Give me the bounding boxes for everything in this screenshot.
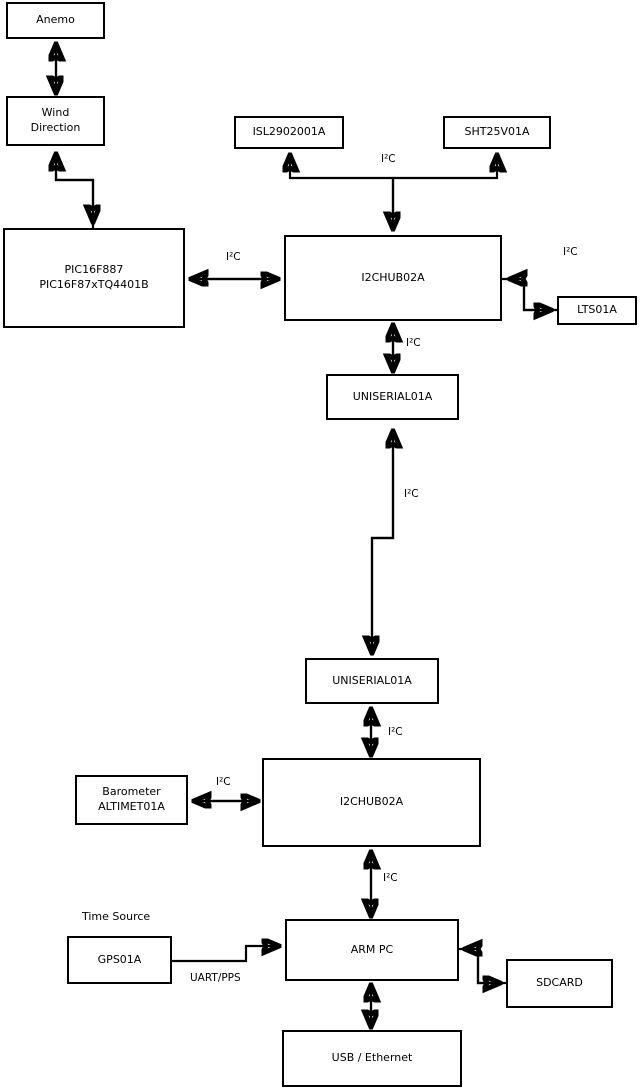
label-time-source: Time Source [82, 910, 151, 923]
node-label: SDCARD [536, 976, 583, 990]
node-label: Wind Direction [30, 106, 81, 134]
node-uniserial01a-top[interactable]: UNISERIAL01A [326, 374, 459, 420]
node-label: LTS01A [577, 303, 617, 317]
node-arm-pc[interactable]: ARM PC [285, 919, 459, 981]
edge-pic-wind [56, 152, 93, 228]
edge-hubtop-lts [502, 279, 557, 310]
node-label: Anemo [36, 13, 75, 27]
node-label: ISL2902001A [252, 125, 326, 139]
node-label: USB / Ethernet [331, 1051, 413, 1065]
node-pic-mcu[interactable]: PIC16F887 PIC16F87xTQ4401B [3, 228, 185, 328]
edge-gps-armpc [172, 946, 278, 963]
edge-label-pic-hub-i2c: I²C [226, 251, 241, 263]
node-label: I2CHUB02A [339, 795, 404, 809]
node-usb-ethernet[interactable]: USB / Ethernet [282, 1030, 462, 1087]
edge-label-isl-sht-i2c: I²C [381, 153, 396, 165]
node-lts01a[interactable]: LTS01A [557, 296, 637, 325]
edge-label-hub-lts-i2c: I²C [563, 246, 578, 258]
edge-uniserial-link [372, 432, 393, 654]
node-barometer-altimet01a[interactable]: Barometer ALTIMET01A [75, 775, 188, 825]
node-i2chub02a-bottom[interactable]: I2CHUB02A [262, 758, 481, 847]
node-label: ARM PC [350, 942, 394, 956]
node-label: PIC16F887 PIC16F87xTQ4401B [39, 263, 149, 291]
edge-label-gps-armpc-uart-pps: UART/PPS [190, 972, 241, 984]
node-sht25v01a[interactable]: SHT25V01A [443, 116, 551, 149]
node-uniserial01a-bottom[interactable]: UNISERIAL01A [305, 658, 439, 704]
node-label: UNISERIAL01A [352, 389, 433, 403]
node-label: UNISERIAL01A [332, 673, 412, 687]
node-label: I2CHUB02A [361, 270, 425, 284]
node-label: GPS01A [97, 952, 142, 966]
edge-hubtop-bus [290, 156, 497, 228]
edge-armpc-sdcard [459, 949, 506, 983]
node-label: Barometer ALTIMET01A [98, 785, 165, 813]
node-isl2902001a[interactable]: ISL2902001A [234, 116, 344, 149]
node-anemo[interactable]: Anemo [6, 2, 105, 39]
edge-label-hub-armpc-i2c: I²C [383, 872, 398, 884]
node-wind-direction[interactable]: Wind Direction [6, 96, 105, 146]
node-label: SHT25V01A [464, 125, 530, 139]
node-i2chub02a-top[interactable]: I2CHUB02A [284, 235, 502, 321]
edge-label-uniserial-link-i2c: I²C [404, 488, 419, 500]
edge-label-barometer-hub-i2c: I²C [216, 776, 231, 788]
node-gps01a[interactable]: GPS01A [67, 936, 172, 984]
edge-label-uniserial-hub-i2c: I²C [388, 726, 403, 738]
edge-label-hub-uniserial-i2c: I²C [406, 337, 421, 349]
node-sdcard[interactable]: SDCARD [506, 959, 613, 1008]
